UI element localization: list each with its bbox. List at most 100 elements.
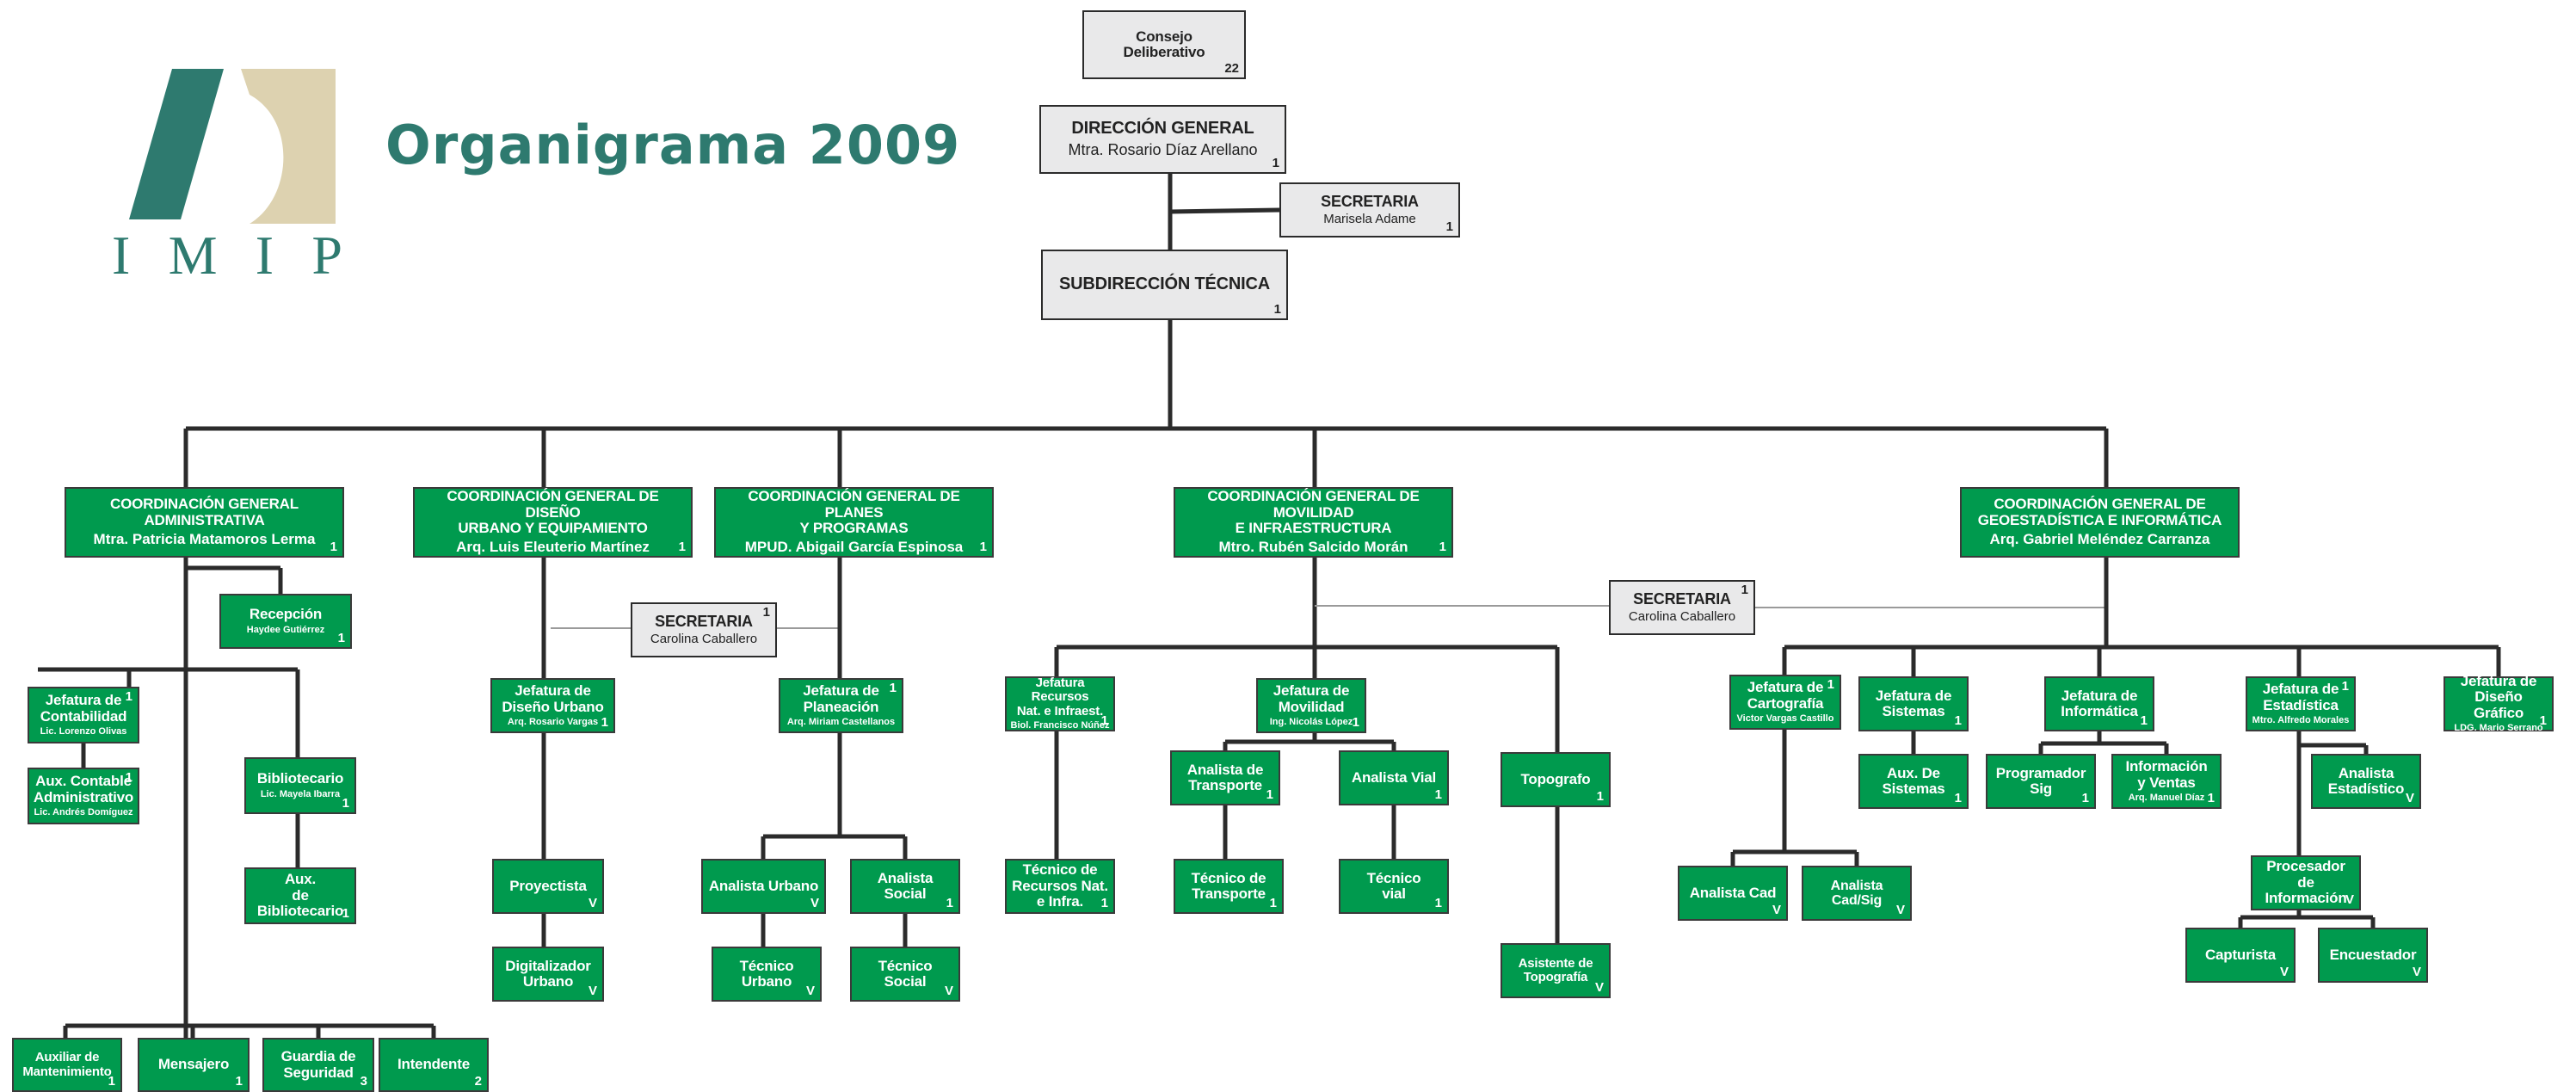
node-coord-diseno-urbano: COORDINACIÓN GENERAL DE DISEÑO URBANO Y … <box>413 487 693 558</box>
node-coord-administrativa: COORDINACIÓN GENERAL ADMINISTRATIVA Mtra… <box>65 487 344 558</box>
imip-logo <box>129 69 336 224</box>
node-informacion-ventas: Información y Ventas Arq. Manuel Díaz 1 <box>2111 754 2222 809</box>
node-person: Haydee Gutiérrez <box>246 624 325 635</box>
node-procesador-informacion: Procesador de Información V <box>2251 855 2361 910</box>
node-title: COORDINACIÓN GENERAL DE GEOESTADÍSTICA E… <box>1977 496 2222 528</box>
node-count: 1 <box>1439 539 1446 554</box>
node-count: 1 <box>762 605 770 620</box>
node-aux-bibliotecario: Aux. de Bibliotecario 1 <box>244 867 356 924</box>
node-count: 1 <box>1266 787 1273 802</box>
node-title: SECRETARIA <box>1321 192 1419 210</box>
node-count: 1 <box>1954 713 1962 728</box>
node-asistente-topografia: Asistente de Topografía V <box>1501 943 1611 998</box>
node-title: Procesador de Información <box>2265 858 2347 907</box>
node-title: Aux. Contable Administrativo <box>33 773 134 805</box>
node-title: COORDINACIÓN GENERAL DE PLANES Y PROGRAM… <box>748 488 960 536</box>
node-analista-cad: Analista Cad V <box>1678 866 1788 921</box>
node-aux-contable: Aux. Contable Administrativo Lic. Andrés… <box>28 768 139 824</box>
node-title: COORDINACIÓN GENERAL DE DISEÑO URBANO Y … <box>447 488 659 536</box>
node-person: Arq. Miriam Castellanos <box>786 716 896 727</box>
node-jefatura-planeacion: Jefatura de Planeación Arq. Miriam Caste… <box>779 678 903 733</box>
node-person: Ing. Nicolás López <box>1269 716 1353 727</box>
node-count: 1 <box>125 689 132 704</box>
node-count: 1 <box>235 1073 243 1089</box>
node-recepcion: Recepción Haydee Gutiérrez 1 <box>219 594 352 649</box>
node-title: SECRETARIA <box>655 612 753 630</box>
node-count: 1 <box>1272 155 1279 170</box>
node-person: LDG. Mario Serrano <box>2454 723 2543 734</box>
node-count: 1 <box>125 770 132 785</box>
node-secretaria-right: SECRETARIA Carolina Caballero 1 <box>1609 580 1755 635</box>
node-title: Jefatura de Informática <box>2061 687 2138 719</box>
node-title: Jefatura de Planeación <box>803 682 879 715</box>
node-tecnico-social: Técnico Social V <box>850 947 960 1002</box>
node-aux-sistemas: Aux. De Sistemas 1 <box>1858 754 1969 809</box>
node-coord-geoestadistica: COORDINACIÓN GENERAL DE GEOESTADÍSTICA E… <box>1960 487 2240 558</box>
node-encuestador: Encuestador V <box>2318 928 2428 983</box>
node-count: 2 <box>474 1073 482 1089</box>
node-title: Analista Estadístico <box>2327 764 2405 797</box>
node-tecnico-transporte: Técnico de Transporte 1 <box>1174 859 1284 914</box>
node-count: 1 <box>342 905 349 921</box>
node-title: COORDINACIÓN GENERAL ADMINISTRATIVA <box>110 496 299 528</box>
node-title: Encuestador <box>2329 946 2417 963</box>
node-tecnico-vial: Técnico vial 1 <box>1339 859 1449 914</box>
node-count: V <box>2279 964 2289 979</box>
node-digitalizador-urbano: Digitalizador Urbano V <box>492 947 604 1002</box>
node-direccion-general: DIRECCIÓN GENERAL Mtra. Rosario Díaz Are… <box>1039 105 1286 174</box>
node-title: Guardia de Seguridad <box>280 1048 356 1081</box>
node-count: 1 <box>1596 788 1604 804</box>
node-count: 1 <box>342 795 349 811</box>
node-analista-transporte: Analista de Transporte 1 <box>1170 750 1280 805</box>
node-count: V <box>944 983 953 998</box>
logo-teal-shape <box>129 69 224 219</box>
node-guardia-seguridad: Guardia de Seguridad 3 <box>262 1038 374 1092</box>
node-title: Técnico vial <box>1366 869 1421 902</box>
node-title: Analista Social <box>877 869 934 902</box>
node-count: 1 <box>2207 790 2215 805</box>
node-person: Arq. Manuel Díaz <box>2128 792 2205 803</box>
node-count: 1 <box>1434 787 1442 802</box>
node-title: Técnico de Transporte <box>1191 869 1266 902</box>
node-count: 1 <box>601 714 608 730</box>
node-person: MPUD. Abigail García Espinosa <box>744 539 964 556</box>
node-coord-movilidad: COORDINACIÓN GENERAL DE MOVILIDAD E INFR… <box>1174 487 1453 558</box>
node-count: 3 <box>360 1073 367 1089</box>
node-jefatura-informatica: Jefatura de Informática 1 <box>2044 676 2154 731</box>
node-title: Consejo Deliberativo <box>1123 28 1205 60</box>
node-title: Jefatura de Movilidad <box>1273 682 1350 715</box>
node-intendente: Intendente 2 <box>379 1038 489 1092</box>
node-count: 1 <box>1100 895 1108 910</box>
node-count: 1 <box>2341 679 2349 694</box>
node-proyectista: Proyectista V <box>492 859 604 914</box>
node-count: V <box>2345 891 2354 907</box>
node-person: Mtro. Rubén Salcido Morán <box>1218 539 1408 556</box>
node-title: Técnico Urbano <box>739 957 794 990</box>
node-analista-cad-sig: Analista Cad/Sig V <box>1802 866 1912 921</box>
node-count: 1 <box>1954 790 1962 805</box>
node-title: Mensajero <box>157 1056 230 1073</box>
node-analista-estadistico: Analista Estadístico V <box>2311 754 2421 809</box>
node-programador-sig: Programador Sig 1 <box>1986 754 2096 809</box>
node-jefatura-cartografia: Jefatura de Cartografía Victor Vargas Ca… <box>1729 675 1841 730</box>
node-title: Proyectista <box>509 877 587 894</box>
node-person: Marisela Adame <box>1323 212 1416 227</box>
node-count: 1 <box>1741 583 1748 597</box>
node-count: V <box>588 983 597 998</box>
node-person: Lic. Lorenzo Olivas <box>40 725 127 737</box>
node-title: SECRETARIA <box>1633 589 1731 608</box>
node-title: Técnico Social <box>878 957 933 990</box>
node-title: Analista Cad/Sig <box>1830 878 1883 908</box>
page-title: Organigrama 2009 <box>385 114 961 176</box>
node-person: Arq. Rosario Vargas <box>507 716 599 727</box>
node-person: Mtra. Rosario Díaz Arellano <box>1068 141 1258 159</box>
node-count: 1 <box>2081 790 2089 805</box>
logo-letter: I <box>255 225 276 286</box>
node-coord-planes: COORDINACIÓN GENERAL DE PLANES Y PROGRAM… <box>714 487 994 558</box>
node-person: Mtra. Patricia Matamoros Lerma <box>93 531 316 548</box>
node-person: Lic. Mayela Ibarra <box>260 788 341 799</box>
node-mensajero: Mensajero 1 <box>138 1038 250 1092</box>
node-jefatura-sistemas: Jefatura de Sistemas 1 <box>1858 676 1969 731</box>
logo-letters: I M I P <box>112 224 344 287</box>
